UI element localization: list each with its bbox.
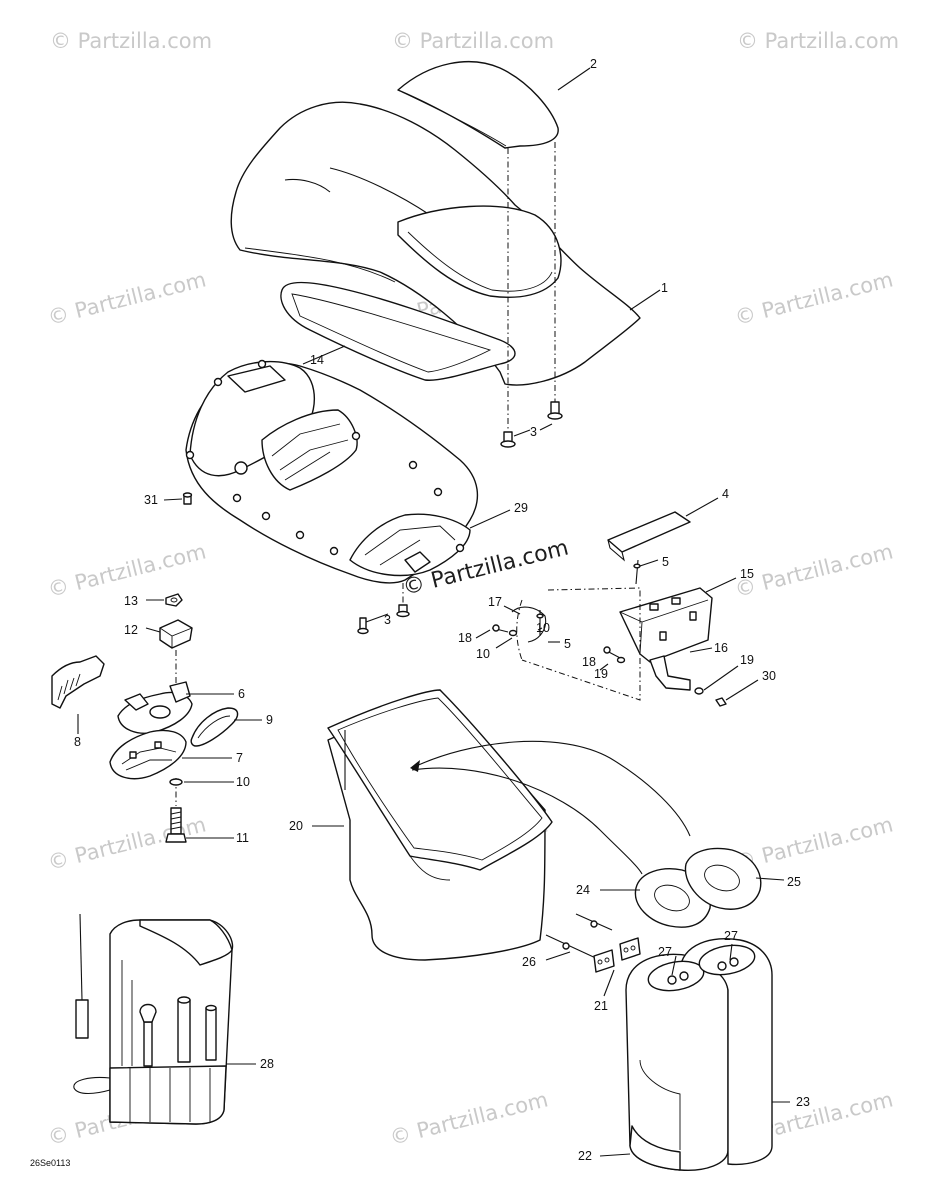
part-30-nut xyxy=(715,697,727,707)
callout-11: 11 xyxy=(236,831,249,845)
part-31-screw xyxy=(182,492,193,505)
watermark: © Partzilla.com xyxy=(737,29,899,53)
part-26-pin xyxy=(545,913,613,961)
callout-2: 2 xyxy=(590,57,597,71)
callout-27: 27 xyxy=(658,945,672,959)
callout-10: 10 xyxy=(236,775,250,789)
part-3-screw xyxy=(547,401,563,420)
part-10-washer xyxy=(508,629,518,637)
callout-21: 21 xyxy=(594,999,608,1013)
callout-31: 31 xyxy=(144,493,158,507)
socket-wrench-icon xyxy=(177,996,191,1063)
callout-9: 9 xyxy=(266,713,273,727)
watermark: © Partzilla.com xyxy=(732,539,895,601)
part-11-bolt xyxy=(165,807,187,843)
screwdriver-icon xyxy=(75,913,89,1039)
watermark: © Partzilla.com xyxy=(50,29,212,53)
callout-19: 19 xyxy=(740,653,754,667)
callout-3: 3 xyxy=(384,613,391,627)
callout-13: 13 xyxy=(124,594,138,608)
callout-26: 26 xyxy=(522,955,536,969)
part-16-strap xyxy=(649,655,691,691)
callout-28: 28 xyxy=(260,1057,274,1071)
callout-20: 20 xyxy=(289,819,303,833)
callout-16: 16 xyxy=(714,641,728,655)
part-18-screw xyxy=(603,646,625,661)
callout-1: 1 xyxy=(661,281,668,295)
part-7-base xyxy=(109,729,187,780)
part-4-bracket xyxy=(607,511,691,553)
part-27-grommet xyxy=(679,971,689,981)
callout-labels: 1 2 3 3 4 5 5 6 7 8 9 10 10 10 11 12 13 … xyxy=(74,57,810,1163)
part-19-washer xyxy=(616,656,626,664)
callout-14: 14 xyxy=(310,353,324,367)
callout-30: 30 xyxy=(762,669,776,683)
callout-4: 4 xyxy=(722,487,729,501)
watermark: © Partzilla.com xyxy=(45,267,208,329)
drawing-code: 26Se0113 xyxy=(30,1158,70,1168)
part-17-clip xyxy=(511,606,547,643)
part-21-plate xyxy=(593,949,615,973)
callout-18: 18 xyxy=(458,631,472,645)
callout-8: 8 xyxy=(74,735,81,749)
part-5-rivet xyxy=(633,559,641,585)
part-3-screw xyxy=(357,617,369,635)
part-8-handle xyxy=(51,655,105,709)
part-5-rivet xyxy=(536,610,544,636)
part-2-cap xyxy=(397,61,559,149)
callout-23: 23 xyxy=(796,1095,810,1109)
watermark: © Partzilla.com xyxy=(392,29,554,53)
callout-7: 7 xyxy=(236,751,243,765)
watermark: © Partzilla.com xyxy=(732,267,895,329)
callout-19: 19 xyxy=(594,667,608,681)
part-25-lid xyxy=(684,847,762,910)
watermark: © Partzilla.com xyxy=(732,812,895,874)
callout-5: 5 xyxy=(564,637,571,651)
part-27-grommet xyxy=(717,961,727,971)
callout-29: 29 xyxy=(514,501,528,515)
part-18-screw xyxy=(491,624,509,633)
callout-6: 6 xyxy=(238,687,245,701)
part-20-bin-rim xyxy=(327,689,553,871)
wrench-icon xyxy=(139,1003,157,1067)
part-14-seal xyxy=(280,281,516,381)
callout-5: 5 xyxy=(662,555,669,569)
callout-18: 18 xyxy=(582,655,596,669)
leader-lines xyxy=(77,67,790,1157)
callout-15: 15 xyxy=(740,567,754,581)
part-21-plate xyxy=(619,937,641,961)
callout-22: 22 xyxy=(578,1149,592,1163)
part-13-nut xyxy=(165,593,183,607)
part-27-grommet xyxy=(729,957,739,967)
callout-24: 24 xyxy=(576,883,590,897)
callout-10: 10 xyxy=(536,621,550,635)
callout-10: 10 xyxy=(476,647,490,661)
part-3-screw xyxy=(500,431,516,448)
part-19-washer xyxy=(694,687,704,695)
part-23-container xyxy=(679,938,773,1166)
watermark: © Partzilla.com xyxy=(387,1087,550,1149)
part-1-window xyxy=(397,205,562,299)
callout-17: 17 xyxy=(488,595,502,609)
part-10-washer xyxy=(169,778,183,786)
part-9-loop xyxy=(190,707,239,747)
callout-25: 25 xyxy=(787,875,801,889)
watermark: © Partzilla.com xyxy=(45,812,208,874)
watermark: © Partzilla.com xyxy=(45,539,208,601)
callout-27: 27 xyxy=(724,929,738,943)
callout-12: 12 xyxy=(124,623,138,637)
part-27-grommet xyxy=(667,975,677,985)
part-3-screw xyxy=(396,604,410,618)
spark-plug-wrench-icon xyxy=(205,1004,217,1061)
callout-3: 3 xyxy=(530,425,537,439)
